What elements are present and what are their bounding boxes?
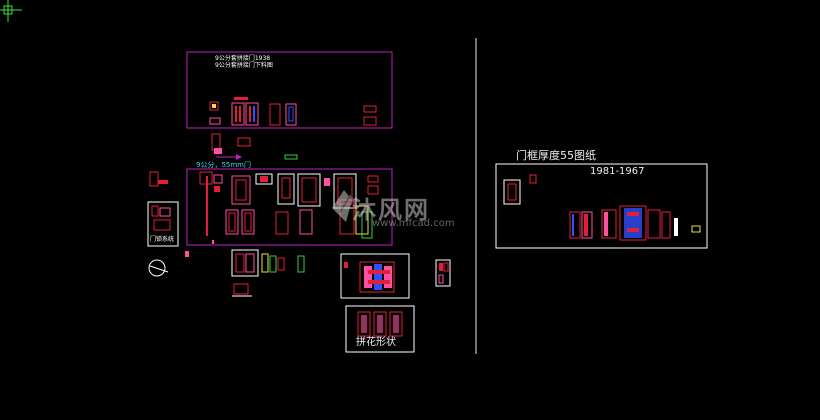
middle-sheet-drawings bbox=[199, 171, 379, 244]
left-box-label: 门锁系统 bbox=[150, 236, 175, 243]
middle-sheet-frame[interactable] bbox=[186, 168, 393, 246]
top-sheet-title-1: 9公分套拼接门1938 bbox=[215, 55, 271, 62]
panel-detail-frame[interactable] bbox=[340, 253, 410, 299]
right-sheet-years: 1981-1967 bbox=[590, 166, 645, 177]
top-sheet-title-2: 9公分套拼接门下料图 bbox=[215, 62, 273, 69]
watermark-text: 沐风网 bbox=[352, 196, 430, 224]
right-sheet-title: 门框厚度55图纸 bbox=[516, 149, 596, 162]
connector-drawings bbox=[211, 133, 298, 160]
pattern-drawings bbox=[357, 311, 403, 337]
left-detail-drawings bbox=[147, 171, 189, 277]
pattern-frame[interactable] bbox=[345, 305, 415, 353]
right-sheet-drawings bbox=[503, 174, 701, 241]
top-sheet-drawings bbox=[209, 97, 377, 126]
pattern-label: 拼花形状 bbox=[356, 337, 396, 348]
top-sheet-frame[interactable] bbox=[186, 51, 393, 129]
watermark-url: www.mfcad.com bbox=[372, 218, 455, 229]
watermark-logo-icon bbox=[332, 190, 357, 222]
lower-detail-drawings bbox=[231, 249, 451, 297]
right-sheet-frame[interactable] bbox=[495, 163, 708, 249]
panel-detail-drawings bbox=[344, 261, 395, 293]
crosshair-icon bbox=[0, 0, 22, 22]
cyan-note: 9公分，55mm门 bbox=[196, 161, 251, 169]
